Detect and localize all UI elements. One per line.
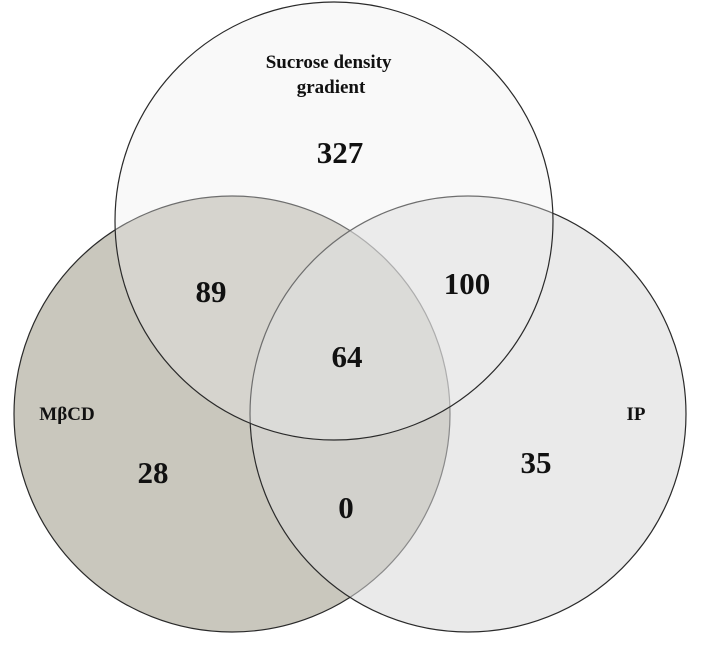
count-mbcd-only: 28 bbox=[138, 455, 169, 490]
count-sucrose-mbcd: 89 bbox=[196, 274, 227, 309]
count-mbcd-ip: 0 bbox=[338, 490, 354, 525]
count-sucrose-only: 327 bbox=[317, 135, 364, 170]
mbcd-label: MβCD bbox=[39, 404, 94, 425]
count-sucrose-ip: 100 bbox=[444, 266, 491, 301]
count-ip-only: 35 bbox=[521, 445, 552, 480]
count-all-three: 64 bbox=[332, 339, 363, 374]
ip-circle bbox=[249, 195, 687, 633]
ip-label: IP bbox=[627, 404, 646, 425]
sucrose-label-line-2: gradient bbox=[297, 77, 366, 98]
sucrose-label: Sucrose density gradient bbox=[266, 52, 397, 98]
sucrose-circle bbox=[114, 1, 554, 441]
sucrose-label-line-1: Sucrose density bbox=[266, 52, 392, 73]
